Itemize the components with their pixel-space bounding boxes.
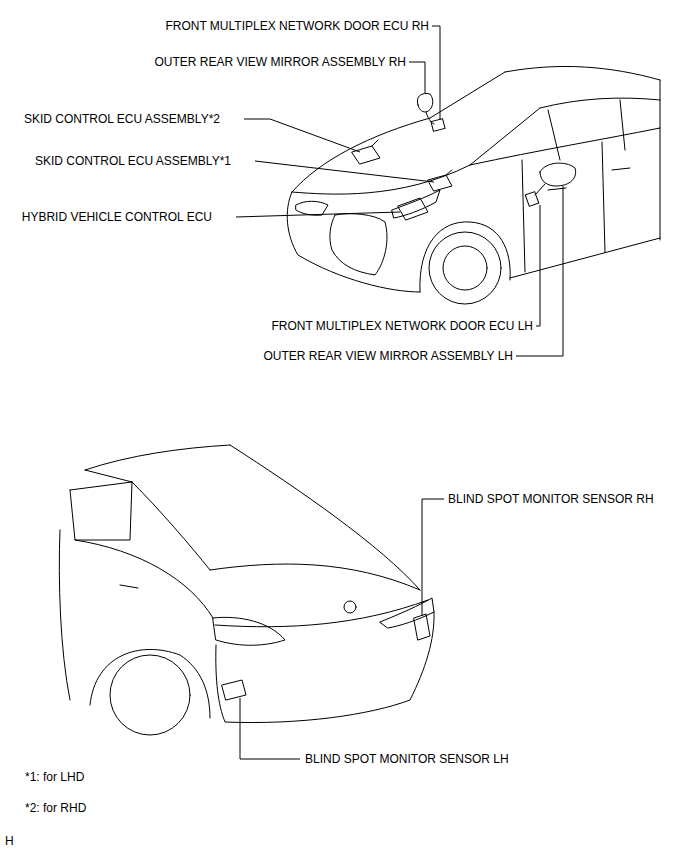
rear-bumper (216, 612, 434, 723)
part-label: OUTER REAR VIEW MIRROR ASSEMBLY RH (154, 55, 406, 69)
skid-ecu-1 (428, 170, 452, 191)
windshield (430, 72, 540, 165)
rear-vehicle (59, 445, 434, 735)
door-harness-rh (426, 112, 434, 124)
side-window (70, 482, 132, 540)
hood-outline (292, 118, 430, 192)
hood-edge (292, 165, 470, 194)
rear-edge (660, 80, 661, 240)
sensor-lh (222, 680, 246, 700)
sensor-rh (414, 614, 430, 640)
leader-line (240, 698, 300, 759)
c-pillar (70, 470, 132, 490)
part-label: OUTER REAR VIEW MIRROR ASSEMBLY LH (263, 349, 513, 363)
leader-line (244, 119, 360, 152)
mirror-lh (535, 163, 576, 195)
part-label: FRONT MULTIPLEX NETWORK DOOR ECU LH (271, 319, 533, 333)
rear-door-handle (120, 585, 138, 588)
mirror-rh (417, 93, 432, 112)
part-label: FRONT MULTIPLEX NETWORK DOOR ECU RH (165, 19, 429, 33)
part-label: *2: for RHD (25, 801, 86, 815)
roof-rail (540, 98, 660, 108)
skid-ecu-2 (352, 140, 380, 164)
part-label: BLIND SPOT MONITOR SENSOR RH (448, 492, 654, 506)
door-lines (522, 142, 630, 272)
roof (505, 66, 660, 80)
spindle-grille (330, 214, 387, 275)
taillight-left (213, 617, 285, 645)
beltline (470, 128, 660, 165)
leader-line (536, 205, 540, 326)
front-wheel-hub (443, 246, 487, 290)
window-line (548, 100, 625, 160)
trunk-lid (210, 564, 420, 590)
leader-line (255, 161, 434, 182)
part-label: SKID CONTROL ECU ASSEMBLY*1 (35, 154, 231, 168)
part-label: BLIND SPOT MONITOR SENSOR LH (305, 752, 509, 766)
body-side (59, 530, 213, 700)
headlight-left (296, 201, 328, 215)
rear-wheel-arch (90, 649, 210, 718)
roofline (85, 445, 230, 470)
figure-code: H (5, 834, 14, 848)
emblem (344, 601, 356, 613)
leader-line (432, 26, 440, 120)
rocker (510, 238, 660, 278)
front-vehicle (287, 66, 660, 304)
leader-line (236, 212, 400, 217)
rear-wheel (110, 655, 190, 735)
door-ecu-lh (525, 192, 539, 207)
headlight-right (392, 190, 440, 218)
hybrid-ecu (398, 198, 428, 220)
leader-line (409, 62, 425, 93)
part-label: SKID CONTROL ECU ASSEMBLY*2 (24, 112, 220, 126)
door-ecu-rh (431, 119, 445, 132)
part-label: HYBRID VEHICLE CONTROL ECU (22, 210, 212, 224)
taillight-right (380, 598, 434, 628)
trunk-edge (215, 600, 428, 627)
rear-window (132, 445, 420, 590)
part-label: *1: for LHD (25, 770, 84, 784)
leader-line (422, 499, 444, 616)
front-wheel (429, 232, 501, 304)
leader-lines (236, 26, 563, 759)
